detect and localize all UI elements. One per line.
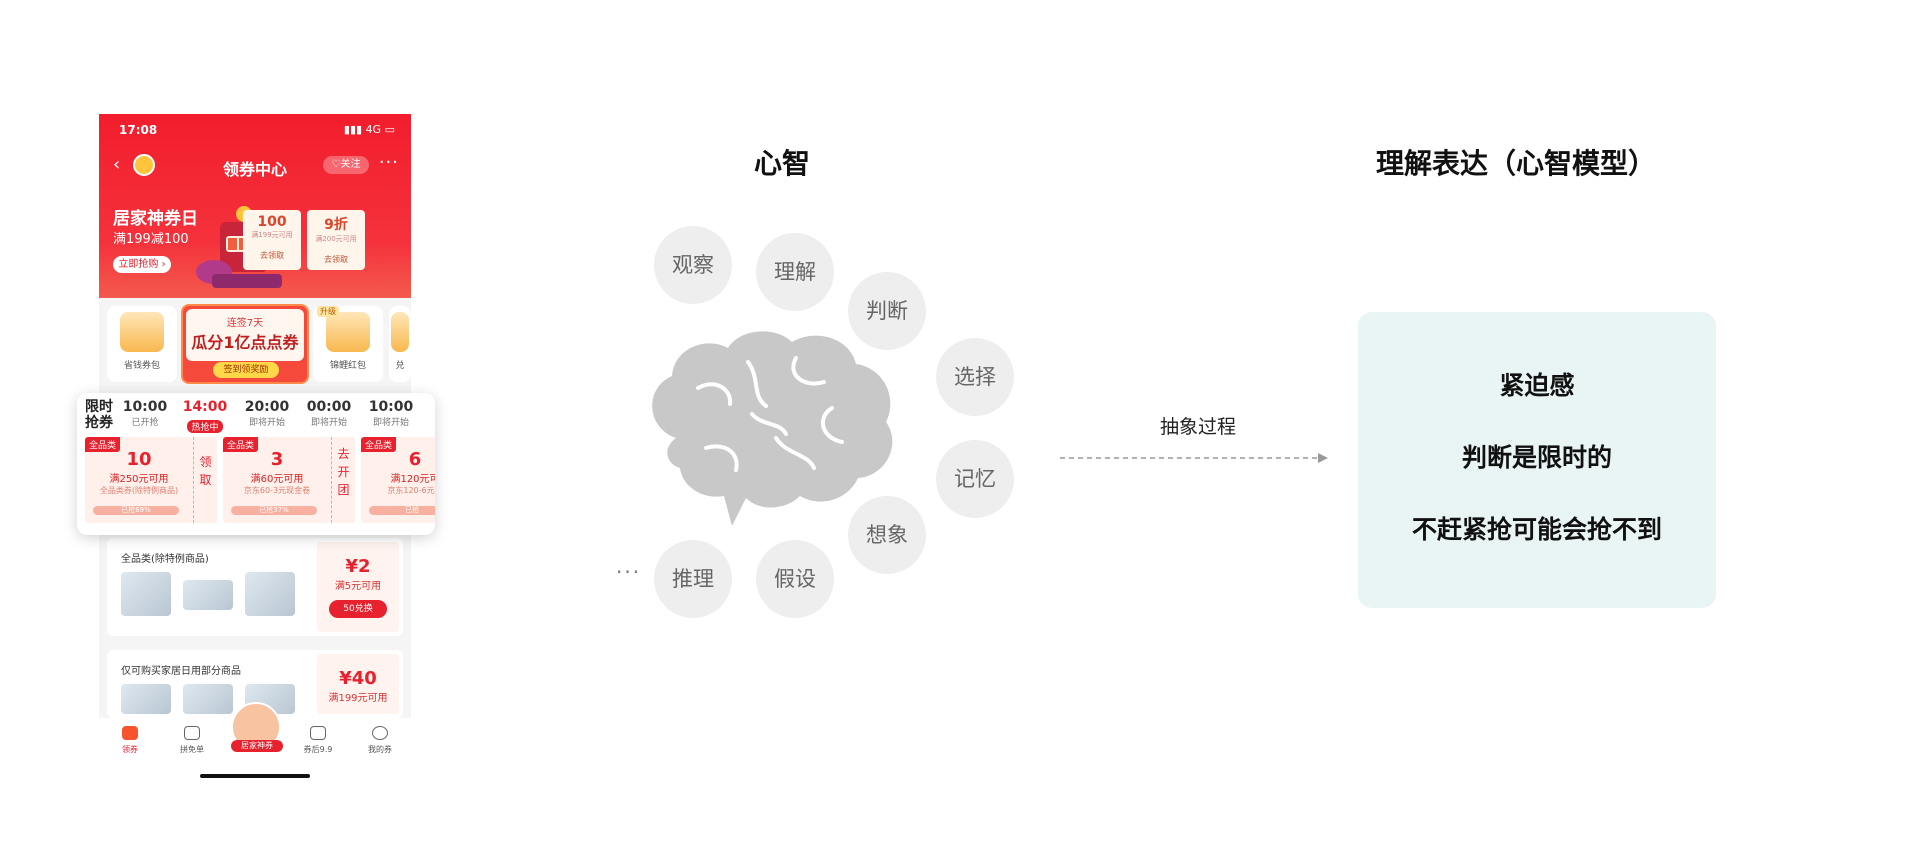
page-title: 领券中心 [222, 160, 287, 179]
battery-icon: ▭ [384, 123, 395, 136]
ability-bubble: 判断 [848, 272, 926, 350]
ability-bubble: 选择 [936, 338, 1014, 416]
flash-sale-title: 限时抢券 [85, 399, 113, 431]
red-envelope-icon [326, 312, 370, 352]
exchange-icon [391, 312, 409, 352]
progress-bar: 已抢69% [93, 506, 179, 515]
coupon-pack-icon [120, 312, 164, 352]
product-image [121, 684, 171, 714]
result-title: 理解表达（心智模型） [1376, 147, 1657, 180]
ability-bubble: 观察 [654, 226, 732, 304]
nav-bar: ‹ 领券中心 ♡关注 ··· [99, 150, 411, 184]
banner-title: 居家神券日 [113, 209, 198, 229]
ticket-icon [184, 726, 200, 740]
product-images [121, 680, 299, 736]
status-time: 17:08 [119, 123, 158, 137]
flash-coupon[interactable]: 全品类 6 满120元可 京东120-6元现 已抢 [361, 437, 435, 523]
checkin-button[interactable]: 签到领奖励 [213, 362, 279, 378]
banner-subtitle: 满199减100 [113, 232, 189, 247]
list-item-title: 全品类(除特例商品) [121, 554, 209, 565]
banner-coupon[interactable]: 100 满199元可用 去领取 [243, 210, 301, 270]
status-bar: 17:08 ▮▮▮ 4G ▭ [99, 114, 411, 144]
product-image [121, 572, 171, 616]
progress-bar: 已抢37% [231, 506, 317, 515]
dashed-arrow [1060, 453, 1328, 463]
checkin-card[interactable]: 连签7天 瓜分1亿点点券 签到领奖励 [181, 304, 309, 384]
ability-bubble: 想象 [848, 496, 926, 574]
banner-coupon[interactable]: 9折 满200元可用 去领取 [307, 210, 365, 270]
time-slot-active[interactable]: 14:00 热抢中 [182, 399, 228, 433]
benefit-card[interactable]: 兑 [389, 306, 411, 382]
group-button[interactable]: 去开团 [331, 437, 355, 523]
ability-bubble: 记忆 [936, 440, 1014, 518]
tab-group-free[interactable]: 拼免单 [167, 726, 217, 755]
tab-my-coupons[interactable]: 我的券 [355, 726, 405, 755]
brain-icon [652, 331, 893, 526]
flash-coupon[interactable]: 全品类 10 满250元可用 全品类券(除特例商品) 已抢69% [85, 437, 193, 523]
claim-button[interactable]: 领取 [193, 437, 217, 523]
back-icon[interactable]: ‹ [113, 154, 121, 175]
process-label: 抽象过程 [1160, 416, 1237, 438]
ellipsis: ··· [616, 560, 642, 584]
mind-title: 心智 [754, 147, 811, 180]
mental-model-line: 紧迫感 [1499, 371, 1575, 400]
mental-model-line: 判断是限时的 [1461, 443, 1612, 472]
tab-coupons[interactable]: 领券 [105, 726, 155, 755]
exchange-button[interactable]: 50兑换 [329, 600, 387, 618]
ability-bubble: 假设 [756, 540, 834, 618]
tag-icon [310, 726, 326, 740]
time-slot[interactable]: 10:00 已开抢 [122, 399, 168, 428]
benefit-card[interactable]: 升级 锦鲤红包 [313, 306, 383, 382]
mental-model-line: 不赶紧抢可能会抢不到 [1411, 515, 1662, 544]
banner-buy-button[interactable]: 立即抢购 › [113, 256, 171, 273]
product-image [183, 684, 233, 714]
time-slot[interactable]: 10:00 即将开始 [368, 399, 414, 428]
product-images [121, 568, 299, 624]
follow-button[interactable]: ♡关注 [323, 156, 369, 174]
phone-screenshot: 17:08 ▮▮▮ 4G ▭ ‹ 领券中心 ♡关注 ··· 居家神券日 满199… [99, 114, 411, 784]
list-item[interactable]: 全品类(除特例商品) ¥2 满5元可用 50兑换 [107, 538, 403, 636]
progress-bar: 已抢 [369, 506, 435, 515]
tab-bar: 领券 拼免单 居家神券 券后9.9 我的券 [99, 702, 411, 784]
flash-coupon[interactable]: 全品类 3 满60元可用 京东60-3元现金卷 已抢37% [223, 437, 331, 523]
signal-icon: ▮▮▮ [343, 123, 363, 136]
ability-bubble: 推理 [654, 540, 732, 618]
coupon-icon [122, 726, 138, 740]
home-indicator [200, 774, 310, 778]
mental-model-card: 紧迫感 判断是限时的 不赶紧抢可能会抢不到 [1358, 312, 1716, 608]
store-logo [133, 154, 155, 176]
benefit-card[interactable]: 省钱券包 [107, 306, 177, 382]
tab-after-coupon[interactable]: 券后9.9 [293, 726, 343, 755]
tab-home-coupon[interactable]: 居家神券 [231, 702, 283, 752]
status-network: ▮▮▮ 4G ▭ [343, 123, 395, 136]
list-item-title: 仅可购买家居日用部分商品 [121, 666, 241, 677]
ability-bubble: 理解 [756, 233, 834, 311]
product-image [245, 572, 295, 616]
time-slot[interactable]: 00:00 即将开始 [306, 399, 352, 428]
heart-icon: ♡ [331, 159, 341, 170]
benefits-row: 省钱券包 连签7天 瓜分1亿点点券 签到领奖励 升级 锦鲤红包 兑 [99, 304, 411, 390]
more-icon[interactable]: ··· [378, 152, 399, 173]
flash-sale-card: 限时抢券 10:00 已开抢 14:00 热抢中 20:00 即将开始 00:0… [77, 393, 435, 535]
smile-icon [372, 726, 388, 740]
time-slot[interactable]: 20:00 即将开始 [244, 399, 290, 428]
product-image [183, 580, 233, 610]
upgrade-badge: 升级 [317, 306, 339, 317]
